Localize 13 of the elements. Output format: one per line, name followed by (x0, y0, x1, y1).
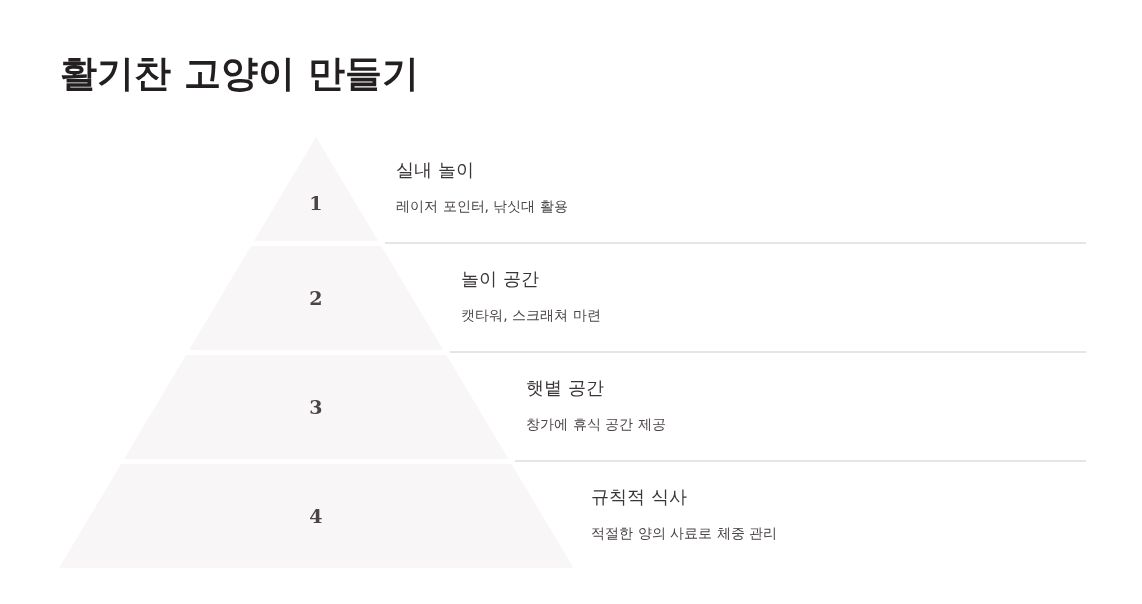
level-description: 창가에 휴식 공간 제공 (526, 415, 666, 433)
title: 활기찬 고양이 만들기 (60, 51, 419, 97)
level-number: 3 (309, 396, 323, 418)
level-number: 2 (309, 287, 323, 309)
level-heading: 놀이 공간 (461, 268, 539, 290)
level-description: 레이저 포인터, 낚싯대 활용 (396, 197, 568, 215)
level-description: 적절한 양의 사료로 체중 관리 (591, 524, 778, 542)
level-heading: 실내 놀이 (396, 159, 474, 181)
level-heading: 규칙적 식사 (591, 486, 688, 508)
level-description: 캣타워, 스크래쳐 마련 (461, 306, 601, 324)
level-number: 4 (309, 505, 323, 527)
level-number: 1 (309, 191, 323, 214)
level-heading: 햇볕 공간 (526, 377, 604, 399)
